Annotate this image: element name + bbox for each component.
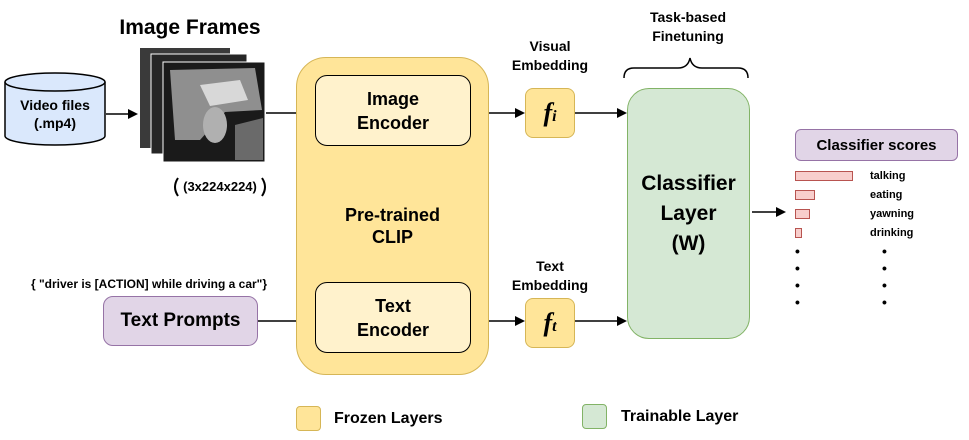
score-bar-drinking (795, 228, 802, 238)
finetuning-brace (623, 57, 749, 79)
ellipsis-dot: • (795, 277, 800, 293)
visual-embedding-label: Visual Embedding (511, 38, 589, 73)
classifier-scores-title: Classifier scores (795, 129, 958, 161)
text-encoder-box: Text Encoder (315, 282, 471, 353)
dims-paren-left (174, 177, 179, 197)
score-label-eating: eating (870, 189, 903, 201)
dims-paren-right (261, 177, 266, 197)
video-files-cylinder (4, 72, 106, 146)
image-frames-stack (140, 48, 266, 163)
ellipsis-dot: • (795, 243, 800, 259)
ellipsis-dot: • (882, 243, 887, 259)
score-label-yawning: yawning (870, 208, 915, 220)
text-embedding-label: Text Embedding (511, 258, 589, 293)
legend-frozen-label: Frozen Layers (334, 410, 443, 427)
fi-symbol: f (543, 98, 553, 127)
legend-trainable-label: Trainable Layer (621, 408, 739, 425)
score-label-talking: talking (870, 170, 906, 182)
prompt-template-text: { "driver is [ACTION] while driving a ca… (30, 277, 268, 291)
ft-subscript: t (552, 318, 557, 335)
fi-subscript: i (552, 108, 557, 125)
score-bar-yawning (795, 209, 810, 219)
ellipsis-dot: • (795, 260, 800, 276)
ellipsis-dot: • (795, 294, 800, 310)
classifier-layer-box: Classifier Layer (W) (627, 88, 750, 339)
ft-symbol: f (543, 308, 553, 337)
score-label-drinking: drinking (870, 227, 914, 239)
ellipsis-dot: • (882, 294, 887, 310)
text-prompts-box: Text Prompts (103, 296, 258, 346)
image-frames-title: Image Frames (119, 16, 261, 39)
clip-label: Pre-trained CLIP (344, 205, 441, 247)
score-bar-talking (795, 171, 853, 181)
score-bar-eating (795, 190, 816, 200)
frames-dims-label: (3x224x224) (183, 179, 257, 194)
legend-trainable-swatch (582, 404, 607, 429)
legend-frozen-swatch (296, 406, 321, 431)
ellipsis-dot: • (882, 260, 887, 276)
ellipsis-dot: • (882, 277, 887, 293)
video-files-label: Video files (.mp4) (20, 97, 90, 131)
image-encoder-box: Image Encoder (315, 75, 471, 146)
finetuning-label: Task-based Finetuning (650, 9, 726, 44)
